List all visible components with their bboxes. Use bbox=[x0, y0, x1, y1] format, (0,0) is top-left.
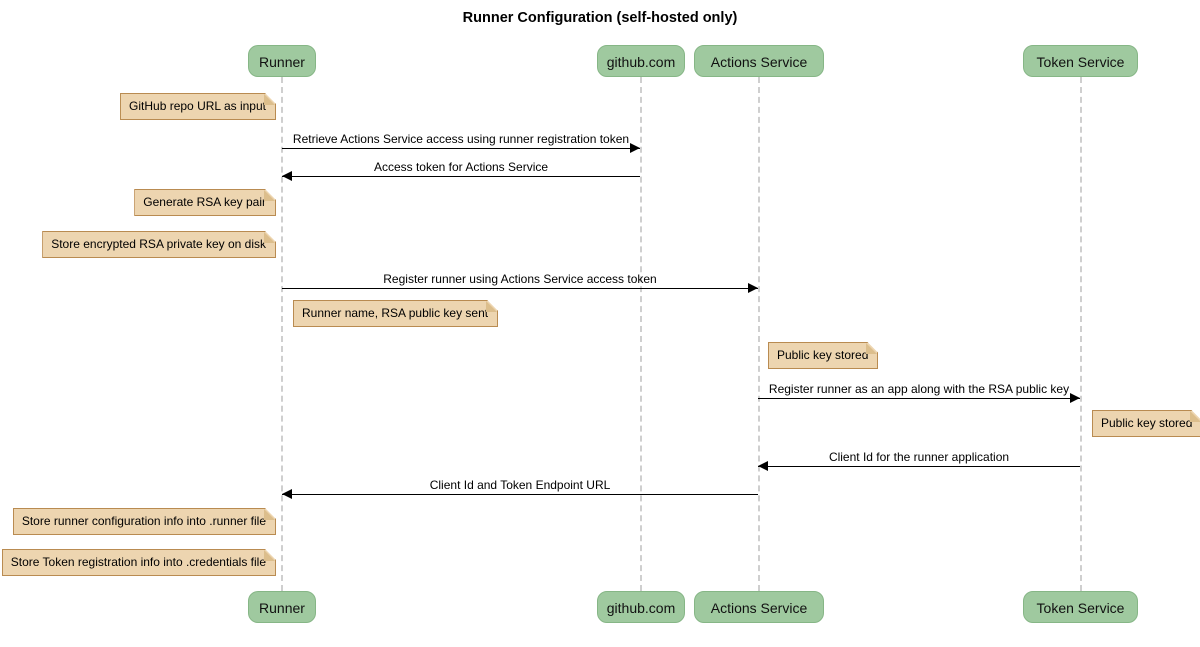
note-public-key-stored-token: Public key stored bbox=[1092, 410, 1200, 437]
note-text: Store Token registration info into .cred… bbox=[10, 555, 266, 569]
participant-box-actions-service-top: Actions Service bbox=[694, 45, 824, 77]
note-text: Store runner configuration info into .ru… bbox=[21, 514, 266, 528]
participant-box-token-service-top: Token Service bbox=[1023, 45, 1138, 77]
arrowhead-right-icon bbox=[630, 143, 640, 153]
note-fold-icon bbox=[866, 343, 877, 354]
note-text: Store encrypted RSA private key on disk bbox=[51, 237, 266, 251]
arrowhead-left-icon bbox=[758, 461, 768, 471]
note-fold-icon bbox=[264, 509, 275, 520]
note-text: Public key stored bbox=[1101, 416, 1193, 430]
participant-box-actions-service-bottom: Actions Service bbox=[694, 591, 824, 623]
message-line bbox=[758, 466, 1080, 467]
note-fold-icon bbox=[264, 190, 275, 201]
note-fold-icon bbox=[264, 550, 275, 561]
arrowhead-right-icon bbox=[1070, 393, 1080, 403]
participant-box-github-com-top: github.com bbox=[597, 45, 685, 77]
note-store-credentials-file: Store Token registration info into .cred… bbox=[2, 549, 276, 576]
note-store-runner-file: Store runner configuration info into .ru… bbox=[13, 508, 276, 535]
message-line bbox=[282, 494, 758, 495]
note-text: Generate RSA key pair bbox=[143, 195, 266, 209]
note-fold-icon bbox=[1190, 411, 1200, 422]
message-label-client-id-endpoint: Client Id and Token Endpoint URL bbox=[429, 478, 611, 492]
participant-box-github-com-bottom: github.com bbox=[597, 591, 685, 623]
note-store-private-key: Store encrypted RSA private key on disk bbox=[42, 231, 276, 258]
note-text: GitHub repo URL as input bbox=[129, 99, 266, 113]
lifeline-runner bbox=[281, 77, 283, 591]
participant-box-runner-top: Runner bbox=[248, 45, 316, 77]
note-generate-rsa-key: Generate RSA key pair bbox=[134, 189, 276, 216]
message-label-register-runner: Register runner using Actions Service ac… bbox=[383, 272, 657, 286]
note-fold-icon bbox=[264, 94, 275, 105]
note-fold-icon bbox=[486, 301, 497, 312]
message-label-access-token: Access token for Actions Service bbox=[373, 160, 549, 174]
note-public-key-stored-actions: Public key stored bbox=[768, 342, 878, 369]
arrowhead-left-icon bbox=[282, 171, 292, 181]
arrowhead-left-icon bbox=[282, 489, 292, 499]
arrowhead-right-icon bbox=[748, 283, 758, 293]
note-text: Public key stored bbox=[777, 348, 869, 362]
lifeline-token-service bbox=[1080, 77, 1082, 591]
participant-box-runner-bottom: Runner bbox=[248, 591, 316, 623]
participant-box-token-service-bottom: Token Service bbox=[1023, 591, 1138, 623]
message-line bbox=[282, 148, 640, 149]
message-label-client-id: Client Id for the runner application bbox=[828, 450, 1010, 464]
note-fold-icon bbox=[264, 232, 275, 243]
message-label-retrieve-access: Retrieve Actions Service access using ru… bbox=[292, 132, 630, 146]
message-label-register-app: Register runner as an app along with the… bbox=[768, 382, 1070, 396]
note-text: Runner name, RSA public key sent bbox=[302, 306, 489, 320]
message-line bbox=[282, 176, 640, 177]
message-line bbox=[282, 288, 758, 289]
diagram-title: Runner Configuration (self-hosted only) bbox=[462, 10, 738, 26]
lifeline-github-com bbox=[640, 77, 642, 591]
lifeline-actions-service bbox=[758, 77, 760, 591]
message-line bbox=[758, 398, 1080, 399]
note-runner-name-public-key: Runner name, RSA public key sent bbox=[293, 300, 498, 327]
note-github-repo-url: GitHub repo URL as input bbox=[120, 93, 276, 120]
